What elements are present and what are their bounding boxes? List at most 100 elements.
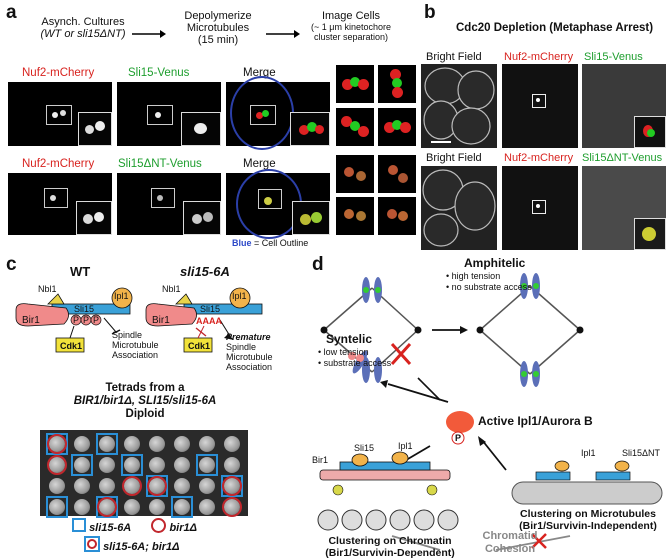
d-amphitelic-spindle-2 — [476, 273, 584, 387]
b-row1-brightfield — [421, 64, 497, 148]
c-legend-1: sli15-6A — [89, 522, 132, 534]
tetrad-spore — [49, 478, 65, 494]
a-row2-zoom-2 — [378, 155, 416, 193]
c-mut-outcome-2: Spindle — [226, 342, 257, 352]
d-syn-b2-text: substrate access — [323, 358, 392, 368]
c-mut-title: sli15-6A — [180, 264, 230, 279]
flow-step-2-line3: (15 min) — [197, 34, 239, 46]
bir1-delta-marker — [47, 455, 67, 475]
c-mut-ipl1: Ipl1 — [232, 291, 247, 301]
a-row2-label-sli15dnt: Sli15ΔNT-Venus — [118, 158, 202, 170]
c-wt-outcome: Spindle Microtubule Association — [112, 330, 159, 360]
a-row2-zoom-1 — [336, 155, 374, 193]
a-row2-nuf2-image — [8, 173, 112, 235]
c-wt-outcome-2: Microtubule — [112, 340, 159, 350]
c-mut-sli15: Sli15 — [200, 304, 221, 314]
c-mut-nbl1: Nbl1 — [162, 284, 181, 294]
b-row1-label-bf: Bright Field — [426, 51, 482, 63]
d-chromatin-label-2: (Bir1/Survivin-Dependent) — [325, 547, 455, 559]
c-wt-ipl1: Ipl1 — [114, 291, 129, 301]
tetrad-spore — [199, 478, 215, 494]
c-wt-complex — [15, 287, 133, 353]
panel-b-label: b — [424, 2, 436, 23]
c-wt-cdk1: Cdk1 — [60, 341, 83, 351]
b-row1-nuf2 — [502, 64, 578, 148]
tetrad-spore — [149, 457, 165, 473]
b-row1-label-sli15: Sli15-Venus — [584, 51, 643, 63]
c-legend-redcircle-icon — [151, 518, 167, 533]
c-mut-bir1: Bir1 — [152, 315, 170, 326]
flow-step-3: Image Cells (~ 1 μm kinetochore cluster … — [296, 10, 406, 42]
c-wt-bir1: Bir1 — [22, 315, 40, 326]
c-wt-p3: P — [93, 315, 100, 325]
d-bir1-label: Bir1 — [312, 455, 329, 465]
tetrad-spore — [199, 436, 215, 452]
sli15-6a-marker — [121, 454, 143, 476]
a-row1-nuf2-image — [8, 82, 112, 146]
c-mut-outcome-4: Association — [226, 362, 273, 372]
c-mut-cdk1: Cdk1 — [188, 341, 211, 351]
a-row2-label-nuf2: Nuf2-mCherry — [22, 158, 95, 170]
sli15-6a-marker — [196, 454, 218, 476]
a-row1-zoom-3 — [336, 108, 374, 146]
d-chromatin-label: Clustering on Chromatin (Bir1/Survivin-D… — [310, 535, 470, 559]
c-wt-outcome-3: Association — [112, 350, 159, 360]
d-amph-b2: • no substrate access — [446, 282, 532, 292]
a-row1-label-nuf2: Nuf2-mCherry — [22, 67, 95, 79]
d-syn-b1: • low tension — [318, 347, 369, 357]
bir1-delta-marker — [147, 476, 167, 496]
a-row2-label-merge: Merge — [243, 158, 276, 170]
c-wt-p2: P — [83, 315, 90, 325]
c-legend-row2: sli15-6A; bir1Δ — [84, 536, 180, 553]
c-wt-title: WT — [70, 264, 91, 279]
bir1-delta-marker — [222, 476, 242, 496]
b-row1-sli15 — [582, 64, 666, 148]
c-mut-outcome-1: Premature — [226, 332, 271, 342]
b-row2-brightfield — [421, 166, 497, 250]
b-row1-label-nuf2: Nuf2-mCherry — [504, 51, 574, 63]
c-tetrad-title-1: Tetrads from a — [105, 382, 185, 394]
a-row2-sli15dnt-image — [117, 173, 221, 235]
d-mt-label-1: Clustering on Microtubules — [520, 508, 656, 520]
c-legend-bluebox-icon — [72, 518, 86, 532]
a-row2-merge-image — [226, 169, 330, 239]
flow-step-2: Depolymerize Microtubules (15 min) — [168, 10, 268, 46]
c-mut-complex — [145, 287, 263, 353]
a-row1-sli15-image — [117, 82, 221, 146]
bir1-delta-marker — [47, 434, 67, 454]
flow-step-2-line2: Microtubules — [186, 22, 250, 34]
c-legend-combo-icon — [84, 536, 100, 552]
d-amph-b1-text: high tension — [451, 271, 501, 281]
a-row2-zoom-3 — [336, 197, 374, 235]
bir1-delta-marker — [122, 476, 142, 496]
tetrad-spore — [99, 436, 115, 452]
d-mt-cluster — [511, 460, 663, 505]
tetrad-spore — [149, 499, 165, 515]
tetrad-spore — [199, 457, 215, 473]
sli15-6a-marker — [71, 454, 93, 476]
tetrad-spore — [224, 457, 240, 473]
c-tetrad-title-3: Diploid — [125, 408, 165, 420]
b-row2-label-bf: Bright Field — [426, 152, 482, 164]
d-mt-label-2: (Bir1/Survivin-Independent) — [519, 520, 657, 532]
d-amphitelic-spindle — [320, 277, 422, 383]
c-wt-sli15: Sli15 — [74, 304, 95, 314]
flow-arrow-2 — [266, 26, 300, 44]
c-wt-p1: P — [73, 315, 80, 325]
d-diagram — [317, 273, 663, 551]
b-row2-label-nuf2: Nuf2-mCherry — [504, 152, 574, 164]
a-row1-zoom-1 — [336, 65, 374, 103]
c-legend: sli15-6A bir1Δ — [72, 518, 197, 534]
tetrad-spore — [74, 436, 90, 452]
d-amph-b2-text: no substrate access — [451, 282, 532, 292]
sli15-6a-marker — [46, 496, 68, 518]
b-row2-label-sli15dnt: Sli15ΔNT-Venus — [582, 152, 663, 164]
flow-step-2-line1: Depolymerize — [184, 10, 252, 22]
d-cohesion-label-2: Cohesion — [484, 543, 536, 555]
d-amph-b1: • high tension — [446, 271, 501, 281]
b-row2-nuf2 — [502, 166, 578, 250]
sli15-6a-marker — [96, 433, 118, 455]
c-mut-outcome-3: Microtubule — [226, 352, 273, 362]
d-syntelic-title: Syntelic — [326, 332, 373, 346]
d-sli15-label: Sli15 — [354, 443, 375, 453]
